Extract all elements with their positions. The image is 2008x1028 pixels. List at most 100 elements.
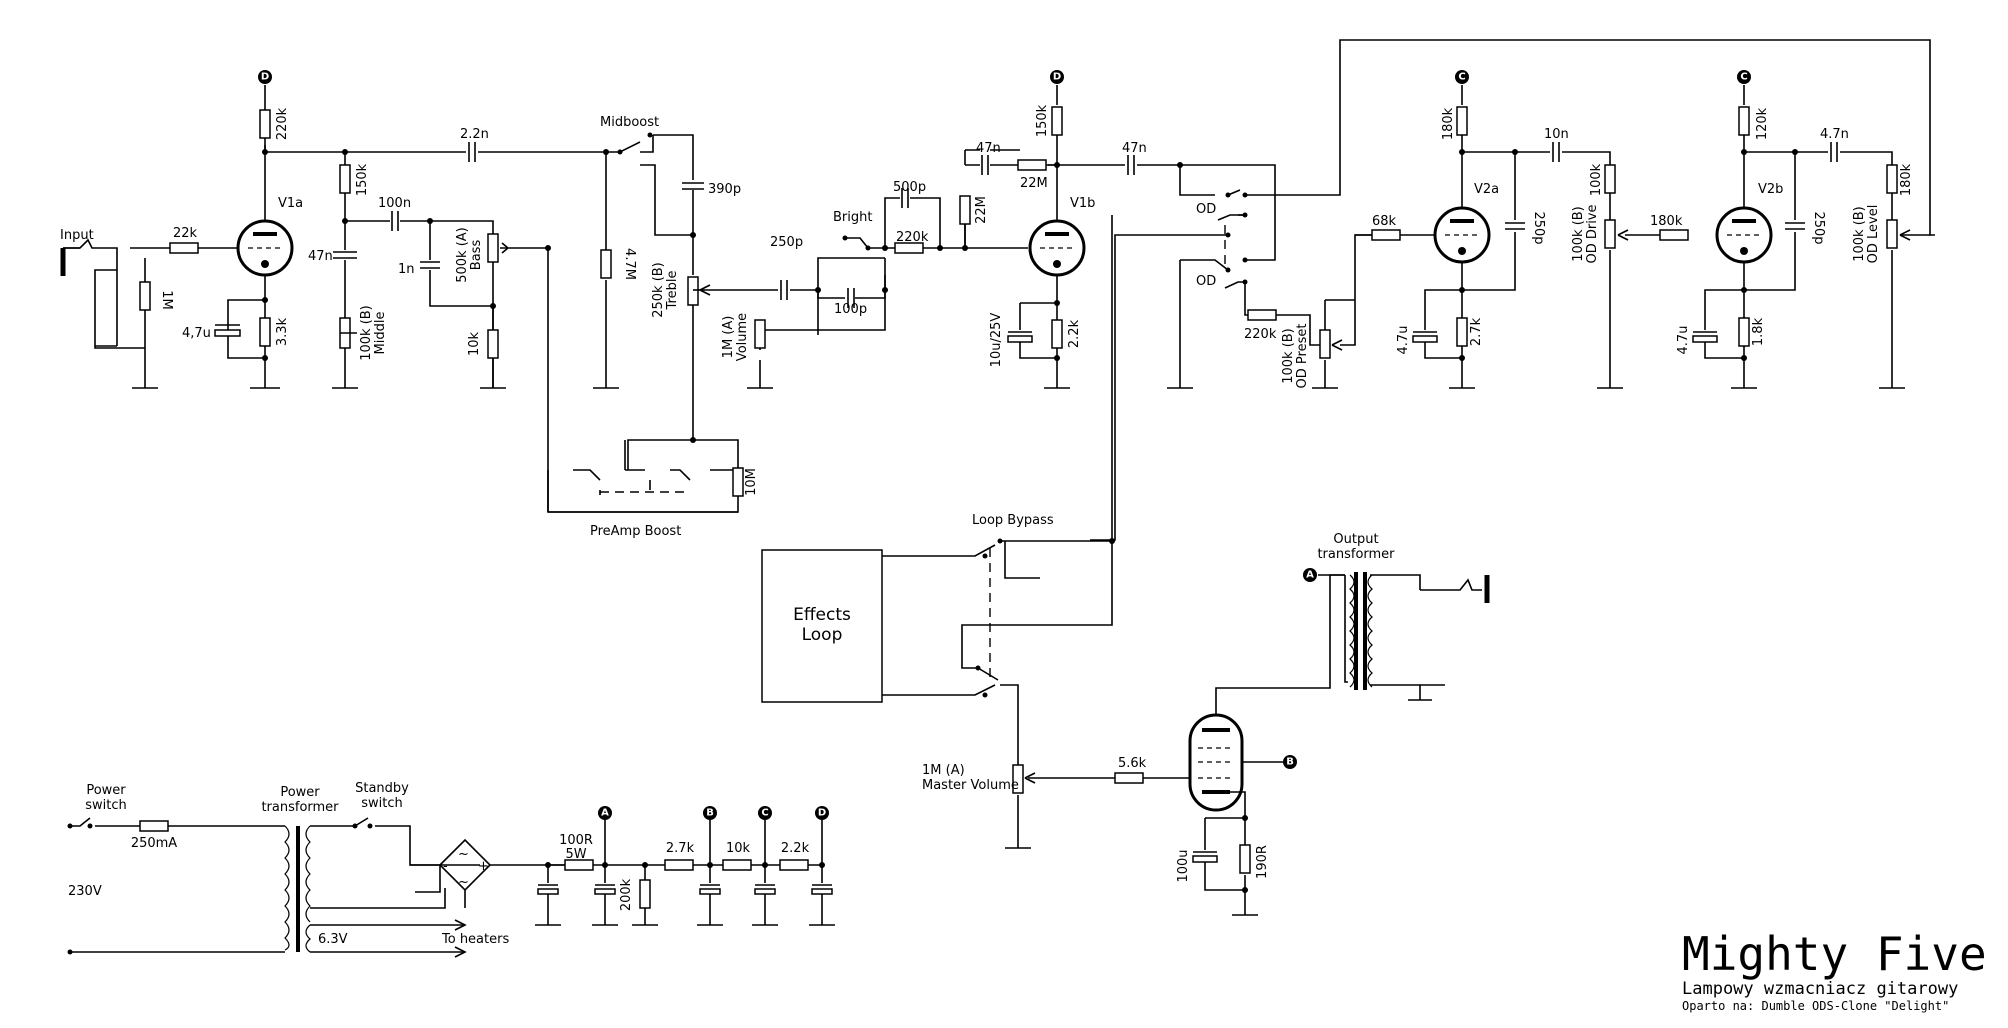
output-transformer-label-1: Output xyxy=(1333,532,1378,547)
terminal-a-marker xyxy=(1303,568,1317,582)
stage-v2a xyxy=(1355,85,1730,389)
svg-text:~: ~ xyxy=(458,875,469,890)
effects-loop-section xyxy=(761,215,1190,849)
pot-treble-value: 250k (B) xyxy=(651,262,666,318)
title-block: Mighty Five Lampowy wzmacniacz gitarowy … xyxy=(1682,927,1987,1013)
input-label: Input xyxy=(60,228,94,243)
r-2-7k-label: 2.7k xyxy=(1469,317,1484,346)
c-4-7u-label: 4,7u xyxy=(182,326,211,341)
title-main: Mighty Five xyxy=(1682,927,1987,981)
fuse-label: 250mA xyxy=(131,836,177,851)
c-100p-label: 100p xyxy=(834,302,867,317)
r-3-3k-label: 3.3k xyxy=(275,317,290,346)
r-180k-level-label: 180k xyxy=(1899,163,1914,196)
midboost-label: Midboost xyxy=(600,115,659,130)
power-transformer-label-1: Power xyxy=(280,785,320,800)
c-1n-label: 1n xyxy=(398,262,415,277)
master-volume-name: Master Volume xyxy=(922,778,1019,793)
c-47n-label: 47n xyxy=(308,249,333,264)
loop-bypass-label: Loop Bypass xyxy=(972,513,1054,528)
r-4-7m-label: 4.7M xyxy=(622,248,637,280)
power-stage xyxy=(1188,572,1490,916)
to-heaters-label: To heaters xyxy=(441,932,509,947)
svg-text:~: ~ xyxy=(458,847,469,862)
tube-v2a-label: V2a xyxy=(1474,182,1499,197)
r-22m-b-label: 22M xyxy=(974,196,989,224)
terminal-b-marker xyxy=(1283,755,1297,769)
terminal-c-marker xyxy=(1737,70,1751,84)
effects-loop-label-2: Loop xyxy=(802,625,843,645)
power-transformer-label-2: transformer xyxy=(261,800,339,815)
mains-label: 230V xyxy=(68,884,102,899)
pot-middle-value: 100k (B) xyxy=(359,305,374,361)
c-390p-label: 390p xyxy=(708,182,741,197)
r-10k-label: 10k xyxy=(467,331,482,356)
c-10n-label: 10n xyxy=(1544,127,1569,142)
tube-v2b-label: V2b xyxy=(1758,182,1783,197)
r-120k-label: 120k xyxy=(1755,107,1770,140)
c-2-2n-label: 2.2n xyxy=(460,127,489,142)
pot-volume-value: 1M (A) xyxy=(721,316,736,359)
c-47n-c-label: 47n xyxy=(1122,141,1147,156)
pot-od-preset-value: 100k (B) xyxy=(1281,328,1296,384)
r-10k-ps-label: 10k xyxy=(726,841,751,856)
schematic-labels: Input 22k 1M 4,7u 3.3k 220k V1a 2.2n 150… xyxy=(60,104,1914,947)
pot-od-level-value: 100k (B) xyxy=(1852,206,1867,262)
terminal-c-label: C xyxy=(1740,72,1747,83)
r-200k-label: 200k xyxy=(619,878,634,911)
r-1m-label: 1M xyxy=(159,290,174,310)
c-250p-label: 250p xyxy=(770,235,803,250)
master-volume-value: 1M (A) xyxy=(922,763,965,778)
terminal-d-label: D xyxy=(818,808,826,819)
stage-v1b xyxy=(705,85,1183,389)
svg-text:+: + xyxy=(478,859,489,874)
r-190r-label: 190R xyxy=(1255,845,1270,879)
od-switching xyxy=(1090,39,1935,541)
pot-treble-name: Treble xyxy=(665,271,680,311)
pot-volume-name: Volume xyxy=(735,313,750,361)
terminal-a-marker xyxy=(598,806,612,820)
r-2-2k-v1b-label: 2.2k xyxy=(1067,319,1082,348)
preamp-boost-switch xyxy=(547,437,744,513)
r-22m-label: 22M xyxy=(1020,176,1048,191)
r-2-2k-ps-label: 2.2k xyxy=(781,841,810,856)
tube-v1a-label: V1a xyxy=(278,196,303,211)
terminal-c-marker xyxy=(758,806,772,820)
pot-od-preset-name: OD Preset xyxy=(1295,324,1310,389)
r-2-7k-ps-label: 2.7k xyxy=(666,841,695,856)
terminal-a-label: A xyxy=(1306,570,1314,581)
effects-loop-label-1: Effects xyxy=(793,605,851,625)
r-180k-v2a-label: 180k xyxy=(1441,107,1456,140)
od-label-1: OD xyxy=(1196,202,1216,217)
r-1-8k-label: 1.8k xyxy=(1751,317,1766,346)
c-500p-label: 500p xyxy=(893,180,926,195)
title-subtitle: Lampowy wzmacniacz gitarowy xyxy=(1682,979,1958,999)
c-4-7n-label: 4.7n xyxy=(1820,127,1849,142)
standby-switch-label-1: Standby xyxy=(355,781,409,796)
c-4-7u-c-label: 4.7u xyxy=(1676,326,1691,355)
pot-middle-name: Middle xyxy=(373,312,388,355)
svg-text:-: - xyxy=(443,859,448,874)
r-10m-label: 10M xyxy=(744,468,759,496)
bright-label: Bright xyxy=(833,210,872,225)
pot-od-drive-name: OD Drive xyxy=(1585,204,1600,263)
terminal-d-label: D xyxy=(261,72,269,83)
terminal-markers: D D C C A B A B C D xyxy=(258,70,1751,820)
pot-od-drive-value: 100k (B) xyxy=(1571,206,1586,262)
c-100u-label: 100u xyxy=(1176,849,1191,882)
r-220k-bright-label: 220k xyxy=(896,230,929,245)
c-250p-b-label: 250p xyxy=(1531,211,1546,244)
r-180k-b-label: 180k xyxy=(1650,214,1683,229)
pot-bass-name: Bass xyxy=(469,240,484,271)
r-220k-label: 220k xyxy=(275,107,290,140)
heater-voltage-label: 6.3V xyxy=(318,932,348,947)
r-100r-value: 100R xyxy=(559,833,593,848)
terminal-d-marker xyxy=(815,806,829,820)
output-transformer-label-2: transformer xyxy=(1317,547,1395,562)
pot-bass-value: 500k (A) xyxy=(455,227,470,283)
terminal-a-label: A xyxy=(601,808,609,819)
terminal-b-marker xyxy=(703,806,717,820)
terminal-d-marker xyxy=(258,70,272,84)
c-47n-b-label: 47n xyxy=(976,141,1001,156)
r-220k-od-label: 220k xyxy=(1244,327,1277,342)
